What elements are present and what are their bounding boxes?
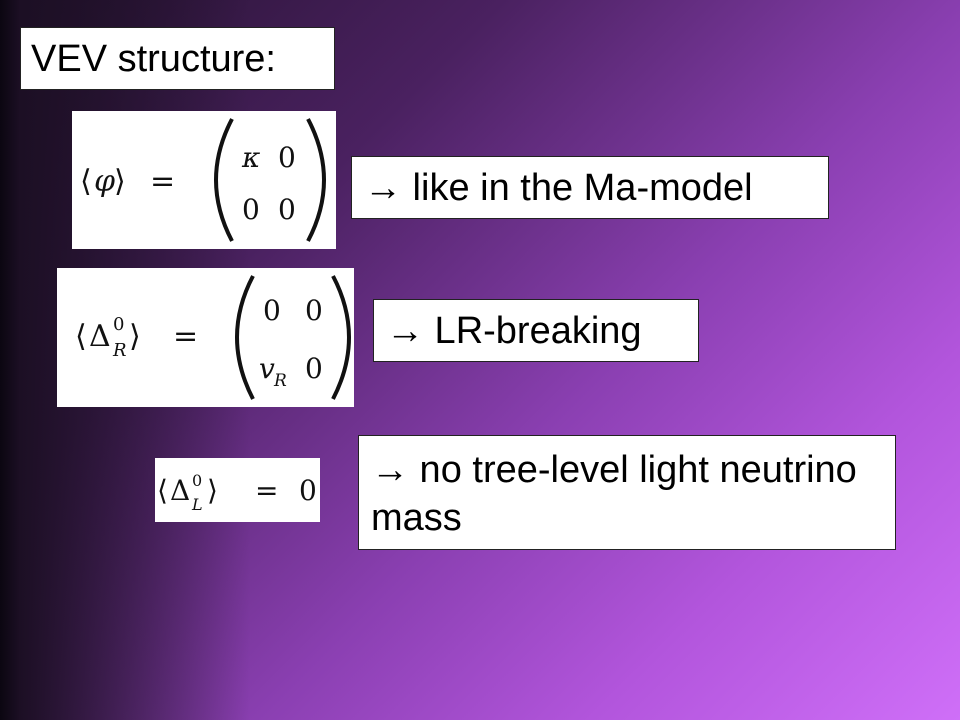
equation-phi-vev: ⟨ φ ⟩ = κ 0 0 0 <box>72 111 336 249</box>
phi-equals: = <box>150 164 175 199</box>
phi-lhs-close: ⟩ <box>114 164 126 199</box>
matrix-right-paren <box>306 118 326 242</box>
delta-r-lhs-sub: R <box>112 340 127 361</box>
delta-r-equals: = <box>173 319 198 354</box>
delta-r-matrix-r2c1: v <box>259 352 275 385</box>
phi-lhs-open: ⟨ <box>80 164 92 199</box>
note-ma-model: → like in the Ma-model <box>351 156 829 219</box>
equation-delta-l-vev-graphic: ⟨ Δ 0 L ⟩ = 0 <box>157 471 317 514</box>
equation-phi-vev-graphic: ⟨ φ ⟩ = κ 0 0 0 <box>80 118 326 242</box>
equation-delta-r-vev-graphic: ⟨ Δ 0 R ⟩ = 0 0 v R 0 <box>75 275 351 400</box>
delta-r-lhs-close: ⟩ <box>129 319 141 354</box>
equation-delta-r-vev: ⟨ Δ 0 R ⟩ = 0 0 v R 0 <box>57 268 354 407</box>
note-lr-breaking: → LR-breaking <box>373 299 699 362</box>
phi-matrix-r2c2: 0 <box>278 193 296 226</box>
matrix-left-paren <box>235 275 255 400</box>
delta-r-matrix-r1c1: 0 <box>263 294 281 327</box>
phi-lhs-symbol: φ <box>94 164 115 199</box>
phi-matrix-r1c2: 0 <box>278 141 296 174</box>
delta-l-lhs-open: ⟨ <box>157 474 168 507</box>
delta-l-lhs-sub: L <box>191 495 203 514</box>
delta-l-lhs-symbol: Δ <box>170 474 190 507</box>
delta-r-lhs-sup: 0 <box>113 314 124 335</box>
delta-l-equals: = <box>255 474 278 507</box>
delta-r-matrix-r1c2: 0 <box>305 294 323 327</box>
delta-l-lhs-close: ⟩ <box>207 474 218 507</box>
slide-title: VEV structure: <box>20 27 335 90</box>
phi-matrix-r1c1: κ <box>241 141 260 174</box>
matrix-right-paren <box>331 275 351 400</box>
delta-r-matrix-r2c2: 0 <box>305 352 323 385</box>
delta-l-rhs: 0 <box>299 474 317 507</box>
delta-r-matrix-sub: R <box>273 371 287 391</box>
delta-r-lhs-symbol: Δ <box>89 319 111 354</box>
equation-delta-l-vev: ⟨ Δ 0 L ⟩ = 0 <box>155 458 320 522</box>
delta-r-lhs-open: ⟨ <box>75 319 87 354</box>
phi-matrix-r2c1: 0 <box>242 193 260 226</box>
matrix-left-paren <box>214 118 234 242</box>
note-no-tree-level-mass: → no tree-level light neutrino mass <box>358 435 896 550</box>
delta-l-lhs-sup: 0 <box>192 471 202 490</box>
